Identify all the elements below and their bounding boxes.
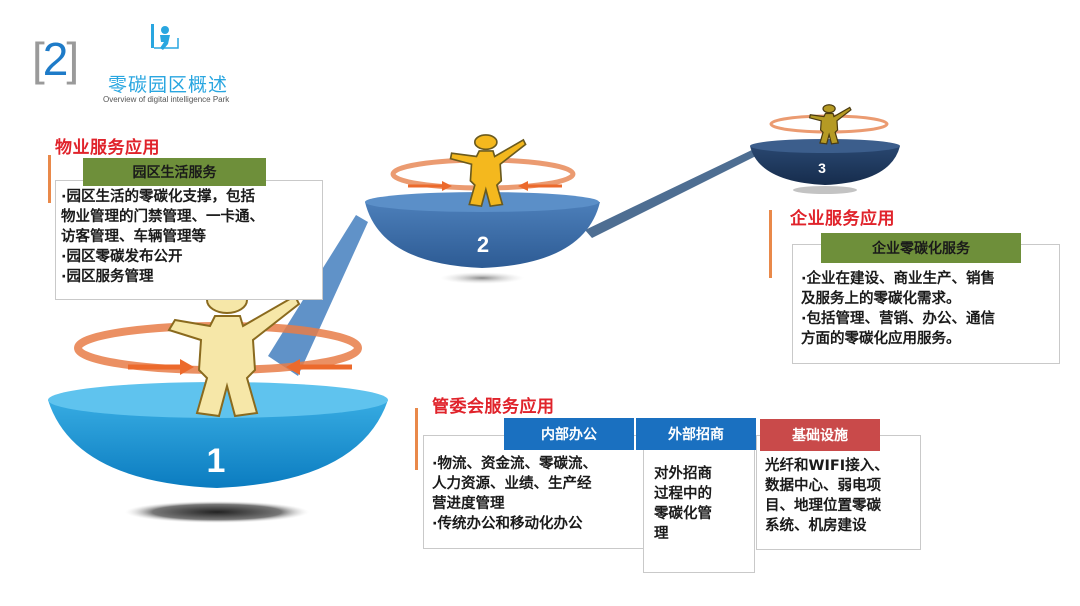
external-investment-tag: 外部招商 [636, 418, 756, 450]
section-number: [2] [32, 33, 79, 85]
platform-1-number: 1 [206, 442, 226, 480]
person-figure-icon [808, 104, 852, 145]
internal-office-content: ·物流、资金流、零碳流、 人力资源、业绩、生产经 营进度管理 ·传统办公和移动化… [432, 456, 598, 532]
page-subtitle: Overview of digital intelligence Park [103, 95, 230, 104]
infrastructure-content: 光纤和WIFI接入、 数据中心、弱电项 目、地理位置零碳 系统、机房建设 [765, 458, 889, 534]
platform-3 [750, 114, 900, 194]
accent-bar [769, 210, 772, 278]
enterprise-services-box: ·企业在建设、商业生产、销售 及服务上的零碳化需求。 ·包括管理、营销、办公、通… [792, 244, 1060, 364]
property-services-box: ·园区生活的零碳化支撑，包括 物业管理的门禁管理、一卡通、 访客管理、车辆管理等… [55, 180, 323, 300]
infrastructure-box: 光纤和WIFI接入、 数据中心、弱电项 目、地理位置零碳 系统、机房建设 [756, 435, 921, 550]
platform-2-number: 2 [476, 232, 490, 257]
enterprise-services-title: 企业服务应用 [790, 209, 895, 229]
enterprise-services-tag: 企业零碳化服务 [821, 233, 1021, 263]
orbit-arrows [408, 181, 562, 191]
property-services-tag: 园区生活服务 [83, 158, 266, 186]
internal-office-tag: 内部办公 [504, 418, 634, 450]
external-investment-content: 对外招商 过程中的 零碳化管 理 [654, 466, 712, 542]
accent-bar [48, 155, 51, 203]
person-figure-icon [449, 134, 527, 208]
platform-3-number: 3 [818, 160, 826, 176]
committee-services-title: 管委会服务应用 [432, 397, 555, 417]
infrastructure-tag: 基础设施 [760, 419, 880, 451]
page-title: 零碳园区概述 [108, 74, 229, 96]
accent-bar [415, 408, 418, 470]
property-services-title: 物业服务应用 [55, 138, 160, 158]
orbit-arrows [128, 359, 352, 375]
external-investment-box: 对外招商 过程中的 零碳化管 理 [643, 445, 755, 573]
internal-office-box: ·物流、资金流、零碳流、 人力资源、业绩、生产经 营进度管理 ·传统办公和移动化… [423, 435, 645, 549]
person-at-desk-icon [151, 24, 179, 50]
enterprise-services-content: ·企业在建设、商业生产、销售 及服务上的零碳化需求。 ·包括管理、营销、办公、通… [801, 271, 996, 347]
property-services-content: ·园区生活的零碳化支撑，包括 物业管理的门禁管理、一卡通、 访客管理、车辆管理等… [61, 189, 264, 285]
